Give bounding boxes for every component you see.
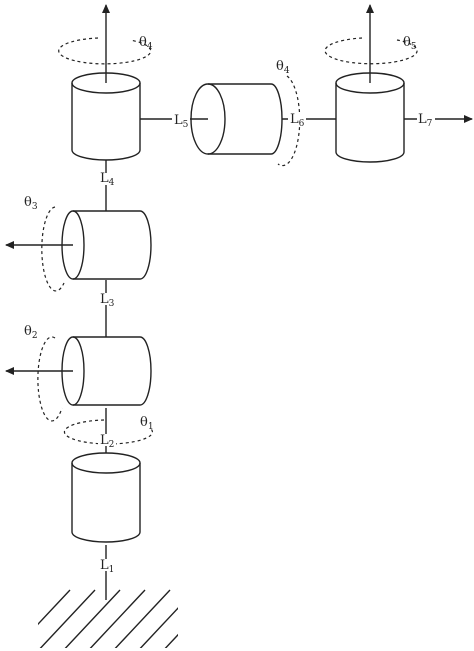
label-theta1: θ1 bbox=[140, 415, 154, 432]
joint-3-cylinder bbox=[61, 210, 152, 280]
ground-hatch bbox=[38, 589, 178, 648]
label-l6: L6 bbox=[290, 112, 305, 129]
theta1-rotation bbox=[63, 419, 154, 445]
label-theta2: θ2 bbox=[24, 324, 38, 341]
label-l1: L1 bbox=[100, 558, 114, 575]
theta2-rotation bbox=[37, 336, 63, 422]
label-l2: L2 bbox=[100, 433, 114, 450]
label-l3: L3 bbox=[100, 292, 115, 309]
label-l5: L5 bbox=[174, 113, 189, 130]
joint-5-cylinder bbox=[190, 83, 283, 155]
joint-4-cylinder bbox=[71, 72, 141, 161]
theta3-rotation bbox=[41, 206, 65, 292]
joint-2-cylinder bbox=[61, 336, 152, 406]
label-theta4a: θ4 bbox=[139, 35, 153, 52]
label-theta5: θ5 bbox=[403, 35, 417, 52]
label-theta3: θ3 bbox=[24, 195, 38, 212]
label-l4: L4 bbox=[100, 171, 115, 188]
joint-1-cylinder bbox=[71, 452, 141, 543]
joint-6-cylinder bbox=[335, 72, 405, 163]
theta5-rotation bbox=[324, 37, 418, 65]
label-l7: L7 bbox=[418, 112, 433, 129]
theta4a-rotation bbox=[58, 37, 152, 65]
label-theta4b: θ4 bbox=[276, 59, 290, 76]
